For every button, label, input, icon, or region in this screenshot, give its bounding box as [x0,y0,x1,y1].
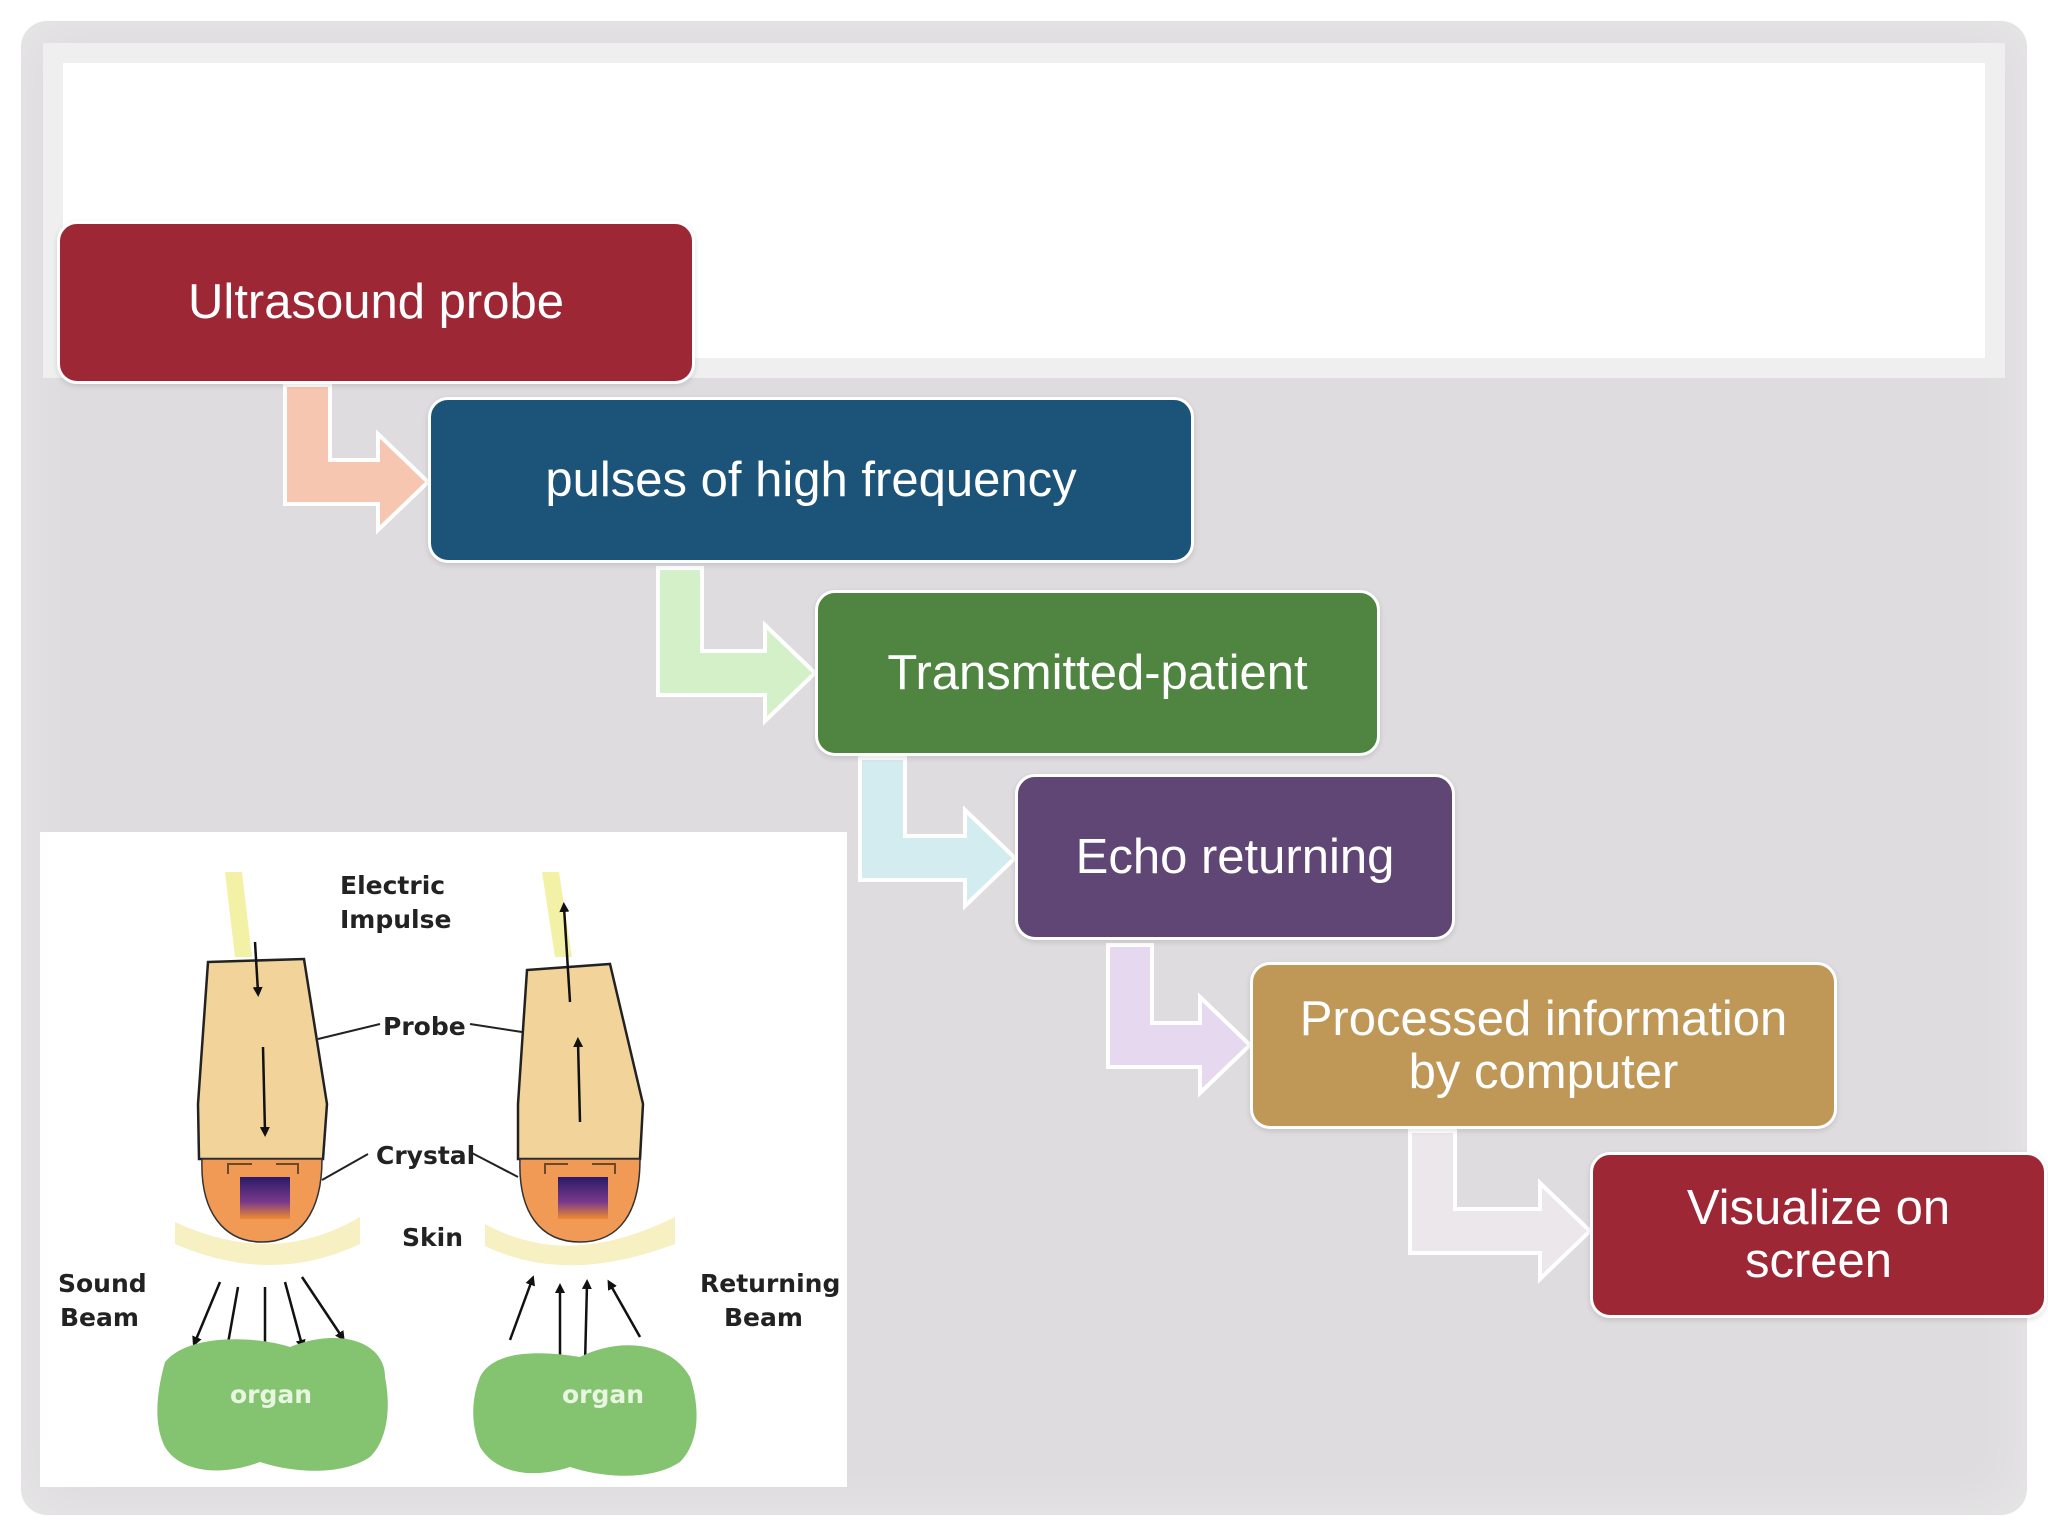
connector-arrow [1408,1129,1593,1284]
step-transmitted-patient: Transmitted-patient [815,590,1380,756]
connector-arrow [858,756,1018,911]
step-label: pulses of high frequency [545,452,1077,507]
label-organ-right: organ [562,1380,644,1409]
step-processed-information: Processed information by computer [1250,962,1837,1129]
step-label: Ultrasound probe [188,275,564,329]
step-label: Transmitted-patient [887,645,1308,700]
step-ultrasound-probe: Ultrasound probe [57,221,695,384]
step-echo-returning: Echo returning [1015,774,1455,940]
right-probe-icon [473,872,697,1476]
step-label: Visualize on screen [1686,1181,1951,1288]
left-probe-icon [157,872,388,1471]
step-label: Echo returning [1075,829,1395,884]
label-probe: Probe [383,1012,466,1041]
label-skin: Skin [402,1223,463,1252]
label-crystal: Crystal [376,1141,475,1170]
label-organ-left: organ [230,1380,312,1409]
connector-arrow [656,566,818,726]
step-visualize-on-screen: Visualize on screen [1590,1152,2047,1318]
step-pulses-high-frequency: pulses of high frequency [428,397,1194,563]
connector-arrow [283,383,431,535]
step-label: Processed information by computer [1299,991,1788,1099]
connector-arrow [1106,943,1253,1098]
